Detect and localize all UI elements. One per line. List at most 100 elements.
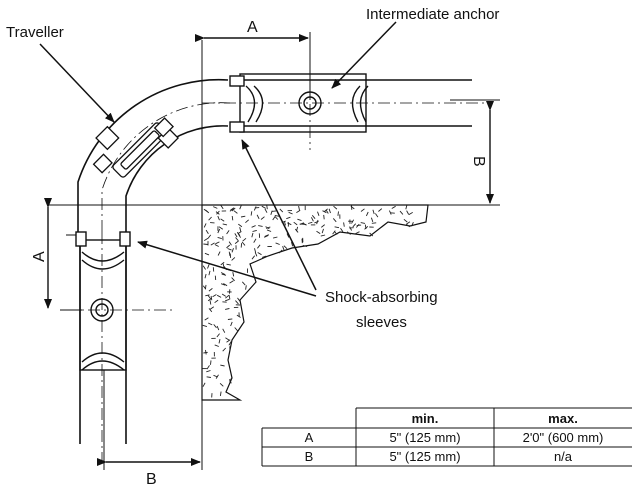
stipple-mark — [213, 206, 218, 209]
stipple-mark — [370, 217, 374, 223]
stipple-mark — [321, 228, 324, 234]
stipple-mark — [352, 223, 357, 228]
stipple-mark — [227, 248, 232, 251]
stipple-mark — [264, 235, 269, 238]
stipple-mark — [251, 255, 256, 260]
stipple-mark — [360, 222, 366, 224]
dimension-a-top: A — [247, 19, 258, 36]
stipple-mark — [206, 365, 210, 370]
stipple-mark — [231, 277, 235, 282]
stipple-mark — [210, 360, 212, 365]
stipple-mark — [217, 251, 221, 256]
sleeves-label: sleeves — [356, 314, 407, 331]
stipple-mark — [234, 233, 238, 238]
stipple-mark — [203, 243, 208, 245]
stipple-mark — [245, 285, 247, 290]
stipple-mark — [206, 370, 211, 373]
stipple-mark — [202, 324, 208, 328]
stipple-mark — [208, 270, 211, 276]
stipple-mark — [239, 227, 242, 232]
stipple-mark — [206, 376, 211, 378]
stipple-mark — [202, 265, 206, 270]
stipple-mark — [214, 299, 219, 304]
stipple-mark — [283, 245, 288, 250]
table-row-a-max: 2'0" (600 mm) — [523, 430, 604, 445]
stipple-mark — [208, 216, 212, 221]
traveller-label: Traveller — [6, 24, 64, 41]
stipple-mark — [204, 317, 209, 321]
stipple-mark — [210, 295, 213, 301]
stipple-mark — [208, 322, 213, 326]
stipple-mark — [317, 211, 320, 216]
dimension-b-right: B — [470, 156, 487, 167]
stipple-mark — [220, 364, 225, 367]
anchor-left — [75, 231, 131, 371]
stipple-mark — [215, 241, 220, 245]
stipple-mark — [302, 222, 307, 226]
concrete-wall — [201, 204, 429, 401]
stipple-mark — [355, 231, 360, 235]
stipple-mark — [369, 232, 374, 237]
intermediate-anchor-top — [229, 73, 369, 133]
stipple-mark — [316, 230, 321, 234]
stipple-mark — [293, 221, 298, 226]
stipple-mark — [220, 261, 225, 266]
stipple-mark — [257, 244, 261, 249]
stipple-mark — [230, 321, 233, 327]
stipple-mark — [399, 210, 404, 215]
stipple-mark — [278, 249, 283, 254]
stipple-mark — [321, 224, 325, 228]
stipple-mark — [264, 234, 269, 237]
stipple-mark — [219, 391, 222, 396]
stipple-mark — [207, 234, 212, 239]
stipple-mark — [302, 245, 308, 247]
stipple-mark — [241, 281, 246, 286]
stipple-mark — [229, 280, 234, 284]
stipple-mark — [204, 273, 207, 279]
stipple-mark — [222, 263, 225, 268]
stipple-mark — [405, 204, 408, 210]
stipple-mark — [226, 244, 231, 249]
stipple-mark — [221, 293, 227, 297]
stipple-mark — [283, 220, 286, 226]
stipple-mark — [254, 248, 257, 253]
stipple-mark — [307, 221, 313, 224]
stipple-mark — [228, 251, 231, 257]
stipple-mark — [235, 300, 239, 305]
stipple-mark — [371, 222, 377, 224]
stipple-mark — [271, 210, 277, 212]
stipple-mark — [231, 215, 234, 221]
stipple-mark — [210, 242, 215, 246]
stipple-mark — [225, 337, 230, 341]
stipple-mark — [408, 212, 413, 215]
stipple-mark — [254, 252, 258, 257]
stipple-mark — [241, 241, 246, 246]
stipple-mark — [378, 208, 383, 212]
stipple-mark — [202, 285, 207, 290]
pipe-bend — [77, 78, 472, 444]
stipple-mark — [411, 222, 414, 227]
stipple-mark — [213, 324, 217, 329]
stipple-mark — [288, 211, 293, 215]
stipple-mark — [225, 294, 230, 299]
stipple-mark — [209, 300, 212, 305]
stipple-mark — [220, 283, 226, 286]
stipple-mark — [261, 205, 266, 209]
stipple-mark — [406, 210, 410, 215]
stipple-mark — [360, 208, 365, 212]
stipple-mark — [324, 208, 328, 212]
stipple-mark — [351, 219, 355, 224]
stipple-mark — [236, 314, 241, 318]
table-row-a-min: 5" (125 mm) — [389, 430, 460, 445]
stipple-mark — [228, 294, 231, 300]
stipple-mark — [365, 211, 369, 217]
stipple-mark — [226, 339, 231, 343]
stipple-mark — [220, 218, 225, 222]
traveller-guides — [92, 117, 180, 178]
concrete-stipple — [202, 204, 414, 398]
stipple-mark — [228, 341, 232, 346]
stipple-mark — [279, 208, 284, 213]
stipple-mark — [216, 294, 222, 298]
stipple-mark — [252, 229, 257, 232]
stipple-mark — [234, 327, 238, 332]
